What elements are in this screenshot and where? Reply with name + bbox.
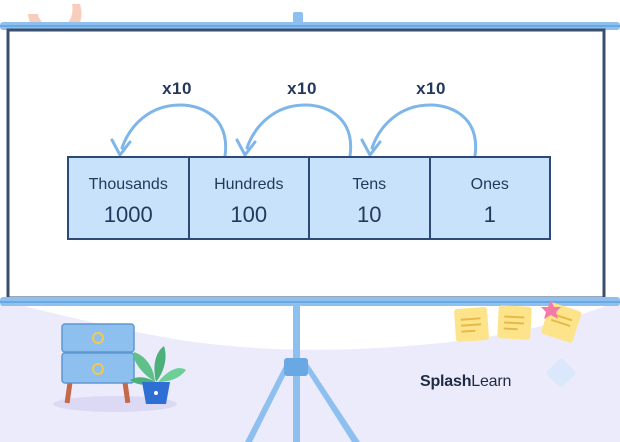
place-value: 10 xyxy=(357,202,382,227)
place-label: Hundreds xyxy=(214,176,284,193)
place-cell-ones: Ones 1 xyxy=(428,158,550,238)
arrow-curve-icon xyxy=(120,103,478,158)
place-label: Thousands xyxy=(88,176,168,193)
place-value: 100 xyxy=(230,202,268,227)
diamond-decor xyxy=(546,358,576,388)
multiplier-label-hundreds: x10 xyxy=(287,79,317,98)
place-value: 1 xyxy=(483,202,496,227)
cabinet-icon xyxy=(61,323,135,404)
board-hook xyxy=(293,12,303,24)
place-cell-thousands: Thousands 1000 xyxy=(69,158,188,238)
brand-logo-light: Learn xyxy=(471,373,512,390)
sticky-note-icon xyxy=(454,302,582,343)
multiplier-label-tens: x10 xyxy=(416,79,446,98)
plant-icon xyxy=(130,346,186,404)
place-value-table: Thousands 1000 Hundreds 100 Tens 10 Ones… xyxy=(67,156,551,240)
place-label: Tens xyxy=(352,176,387,193)
brand-logo: SplashLearn xyxy=(420,373,511,391)
star-icon xyxy=(541,300,561,319)
tripod-icon xyxy=(245,306,360,442)
place-value: 1000 xyxy=(103,202,153,227)
multiplier-label-thousands: x10 xyxy=(162,79,192,98)
brand-logo-bold: Splash xyxy=(420,373,472,390)
place-label: Ones xyxy=(470,176,509,193)
place-cell-tens: Tens 10 xyxy=(308,158,429,238)
place-cell-hundreds: Hundreds 100 xyxy=(187,158,309,238)
